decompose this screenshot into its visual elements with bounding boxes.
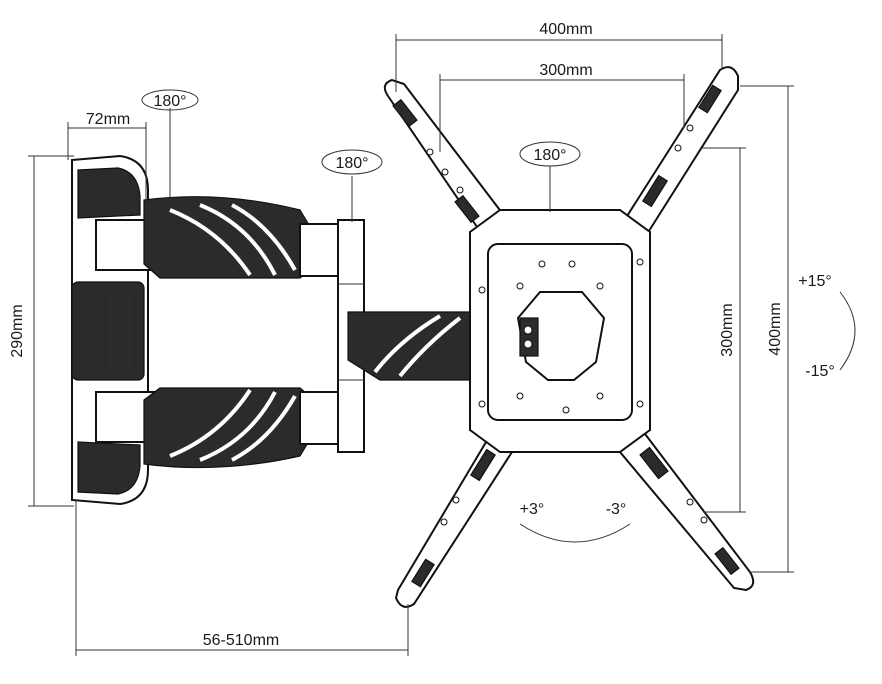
label-wall-height: 290mm <box>9 304 26 357</box>
label-width-400: 400mm <box>539 21 592 38</box>
tilt-arc <box>839 291 856 371</box>
rotation-arcs <box>141 89 856 543</box>
level-arc <box>519 523 631 543</box>
label-height-400: 400mm <box>767 302 784 355</box>
label-arm-depth: 72mm <box>86 111 130 128</box>
vesa-arm-top-right <box>620 66 739 244</box>
front-arm <box>347 311 483 381</box>
dimension-lines <box>28 34 794 656</box>
label-width-300: 300mm <box>539 62 592 79</box>
tv-plate <box>469 209 651 453</box>
label-swivel-arm: 180° <box>335 155 368 172</box>
label-level-minus: -3° <box>606 501 627 518</box>
vesa-arm-bottom-right <box>618 428 755 592</box>
dimension-labels: 400mm 300mm 72mm 180° 180° 180° 56-510mm… <box>9 21 835 649</box>
vesa-arm-bottom-left <box>394 430 514 608</box>
label-extension: 56-510mm <box>203 632 279 649</box>
wall-plate <box>71 154 149 506</box>
vesa-arm-top-left <box>383 78 514 248</box>
label-tilt-up: +15° <box>798 273 832 290</box>
label-tilt-down: -15° <box>805 363 835 380</box>
upper-arm <box>95 196 349 279</box>
label-level-plus: +3° <box>520 501 545 518</box>
label-swivel-wall: 180° <box>153 93 186 110</box>
vesa-arms <box>383 66 755 608</box>
label-height-300: 300mm <box>719 303 736 356</box>
label-rotate-plate: 180° <box>533 147 566 164</box>
